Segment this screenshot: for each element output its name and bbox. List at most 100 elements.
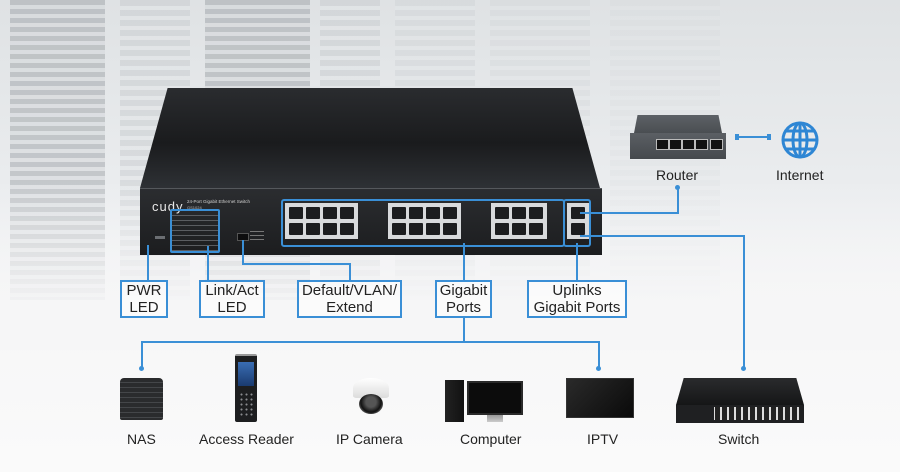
connector-line: [349, 263, 351, 281]
distribution-line: [141, 341, 143, 367]
model-number: GS1024: [187, 205, 202, 210]
distribution-line: [141, 341, 600, 343]
reader-keypad: [239, 392, 253, 416]
uplink-router-line: [580, 212, 678, 214]
router-port: [682, 139, 695, 150]
router-front: [630, 133, 726, 159]
connector-dot: [596, 366, 601, 371]
endpoint-label-access-reader: Access Reader: [199, 431, 294, 447]
callout-pwr-led: PWR LED: [120, 280, 168, 318]
rj45-port: [323, 207, 337, 219]
router-internet-line: [737, 136, 769, 138]
computer-tower: [445, 380, 464, 422]
router-port: [710, 139, 723, 150]
uplink-router-line: [677, 187, 679, 214]
camera-lens: [359, 394, 383, 414]
connector-line: [242, 240, 244, 264]
uplink-ports-outline: [563, 199, 591, 247]
connector-dot: [741, 366, 746, 371]
ip-camera-icon: [351, 378, 391, 416]
connector-dot: [139, 366, 144, 371]
rj45-port: [392, 223, 406, 235]
mode-switch-legend: [250, 228, 264, 242]
pwr-led-indicator: [155, 236, 165, 239]
connector-line: [576, 243, 578, 281]
rj45-port: [340, 207, 354, 219]
rj45-port: [392, 207, 406, 219]
rj45-port: [512, 223, 526, 235]
distribution-line: [463, 318, 465, 342]
rj45-port: [323, 223, 337, 235]
connector-line: [207, 246, 209, 281]
rj45-port: [289, 223, 303, 235]
callout-text: Gigabit: [439, 282, 488, 299]
callout-text: Default/VLAN/: [301, 282, 398, 299]
globe-icon: [781, 121, 819, 159]
callout-default-vlan-extend: Default/VLAN/ Extend: [297, 280, 402, 318]
endpoint-label-iptv: IPTV: [587, 431, 619, 447]
rj45-port: [529, 207, 543, 219]
callout-text: Ports: [445, 299, 481, 316]
camera-dome: [353, 378, 389, 398]
port-block-1: [285, 203, 358, 239]
rj45-port: [443, 207, 457, 219]
rj45-port: [306, 223, 320, 235]
callout-text: Gigabit Ports: [533, 299, 621, 316]
router-label: Router: [656, 167, 699, 183]
endpoint-label-nas: NAS: [127, 431, 156, 447]
uplink-switch-line: [743, 235, 745, 367]
link-act-led-panel: [170, 209, 220, 253]
monitor-stand: [487, 415, 503, 422]
rj45-port: [409, 207, 423, 219]
connector-line: [147, 245, 149, 281]
main-switch-top: [140, 88, 600, 188]
tv-icon: [566, 378, 634, 418]
endpoint-label-switch: Switch: [718, 431, 760, 447]
reader-screen: [238, 362, 254, 386]
rj45-port: [495, 207, 509, 219]
rj45-port: [495, 223, 509, 235]
rj45-port: [529, 223, 543, 235]
callout-link-act-led: Link/Act LED: [199, 280, 265, 318]
rj45-port: [512, 207, 526, 219]
switch-front: [676, 405, 804, 423]
model-line: 24-Port Gigabit Ethernet Switch: [187, 199, 251, 204]
port-block-3: [491, 203, 547, 239]
rj45-port: [306, 207, 320, 219]
uplink-port: [571, 223, 585, 235]
router-top: [634, 115, 722, 133]
router-port: [695, 139, 708, 150]
callout-text: LED: [217, 299, 247, 316]
nas-icon: [120, 378, 163, 420]
endpoint-label-computer: Computer: [460, 431, 522, 447]
callout-text: Extend: [326, 299, 373, 316]
connector-line: [463, 243, 465, 281]
rj45-port: [443, 223, 457, 235]
switch-top: [676, 378, 804, 405]
callout-text: PWR: [126, 282, 162, 299]
connector-dot: [767, 134, 771, 140]
rj45-port: [289, 207, 303, 219]
endpoint-label-ip-camera: IP Camera: [336, 431, 403, 447]
router-port: [656, 139, 669, 150]
rj45-port: [426, 223, 440, 235]
callout-text: Uplinks: [552, 282, 602, 299]
uplink-switch-line: [580, 235, 744, 237]
switch-icon: [676, 378, 804, 423]
rj45-port: [426, 207, 440, 219]
callout-gigabit-ports: Gigabit Ports: [435, 280, 492, 318]
router-port: [669, 139, 682, 150]
rj45-port: [340, 223, 354, 235]
connector-dot: [675, 185, 680, 190]
router-icon: [630, 115, 726, 161]
uplink-port: [571, 207, 585, 219]
computer-monitor: [467, 381, 523, 415]
connector-line: [242, 263, 350, 265]
connector-dot: [735, 134, 739, 140]
callout-text: Link/Act: [205, 282, 259, 299]
switch-ports: [714, 407, 800, 420]
distribution-line: [598, 341, 600, 367]
gigabit-ports-outline: [281, 199, 565, 247]
callout-text: LED: [129, 299, 159, 316]
internet-label: Internet: [776, 167, 824, 183]
